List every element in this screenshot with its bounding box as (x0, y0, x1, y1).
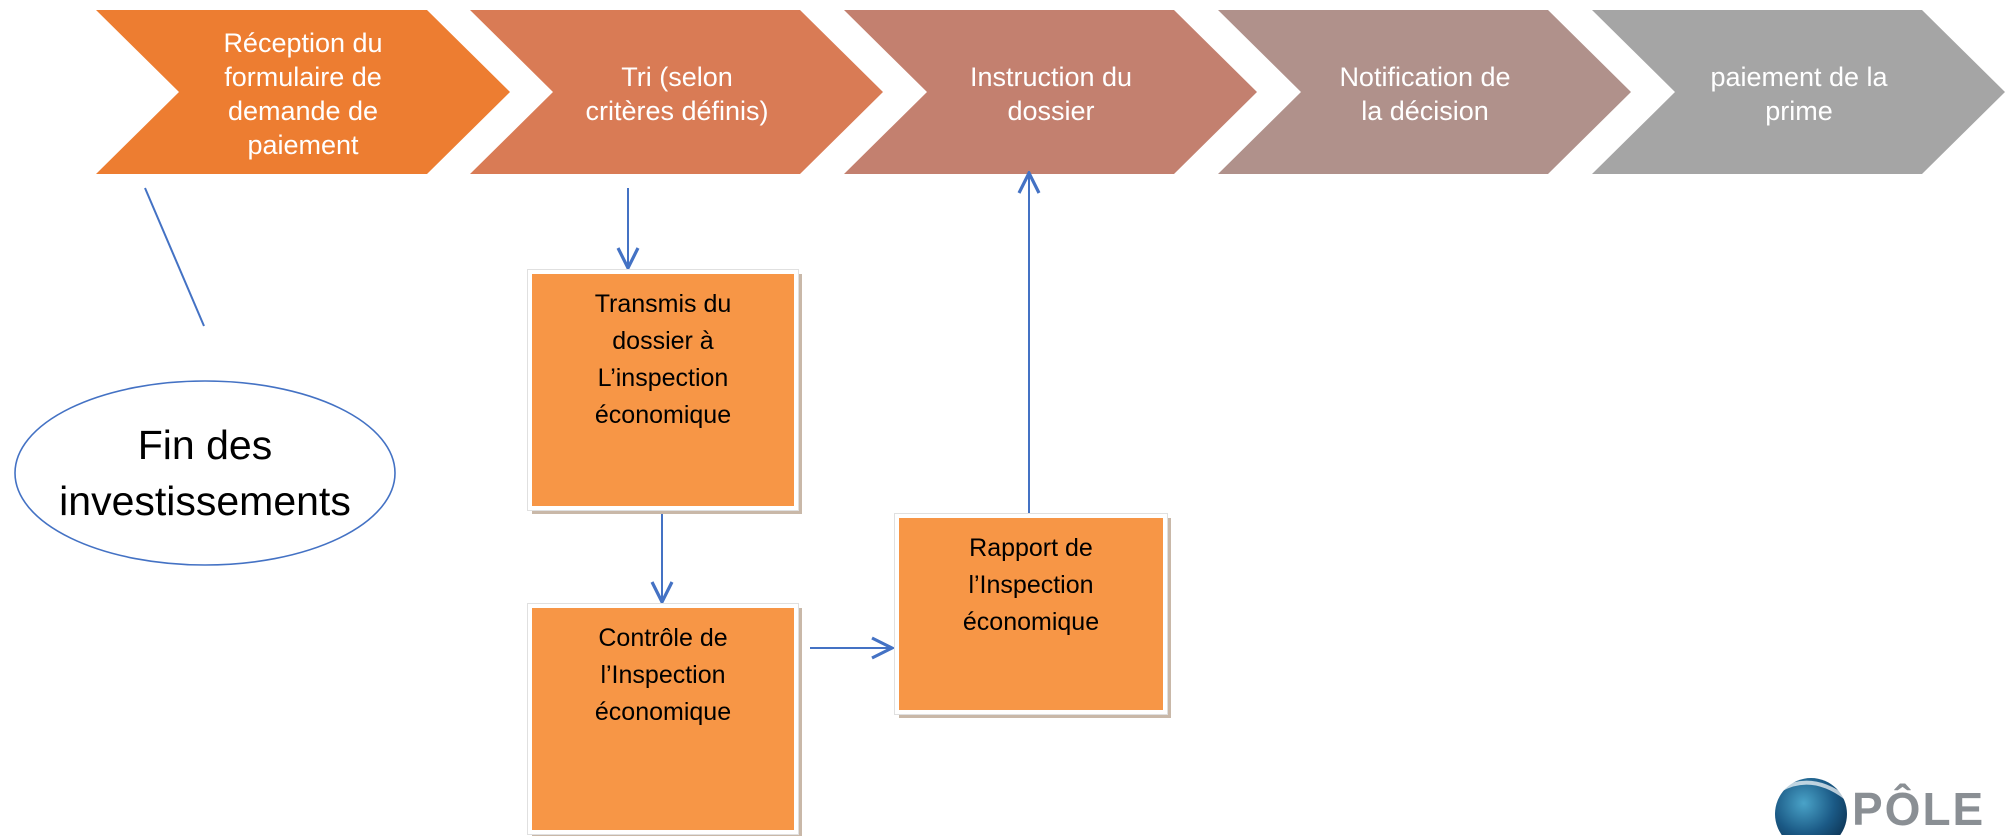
transmis-dossier-box: Transmis du dossier à L’inspection écono… (528, 270, 798, 510)
step-label-2: Tri (selon critères définis) (585, 62, 769, 126)
step-chevron-2 (470, 10, 883, 174)
step-chevron-3 (844, 10, 1257, 174)
step-label-1: Réception du formulaire de demande de pa… (223, 28, 383, 160)
fin-investissements-label: Fin des investissements (59, 422, 351, 524)
logo-text: PÔLE (1852, 783, 1986, 835)
logo-swoosh-icon (1779, 780, 1848, 800)
rapport-inspection-box: Rapport de l’Inspection économique (895, 514, 1167, 714)
controle-inspection-box: Contrôle de l’Inspection économique (528, 604, 798, 834)
fin-investissements-ellipse (14, 380, 396, 566)
ellipse-connector (144, 187, 205, 327)
step-chevron-5 (1592, 10, 2005, 174)
step-chevron-4 (1218, 10, 1631, 174)
step-label-5: paiement de la prime (1710, 62, 1888, 126)
step-label-4: Notification de la décision (1339, 62, 1511, 126)
logo-icon (1775, 778, 1847, 835)
step-chevron-1 (96, 10, 510, 174)
step-label-3: Instruction du dossier (969, 62, 1133, 126)
